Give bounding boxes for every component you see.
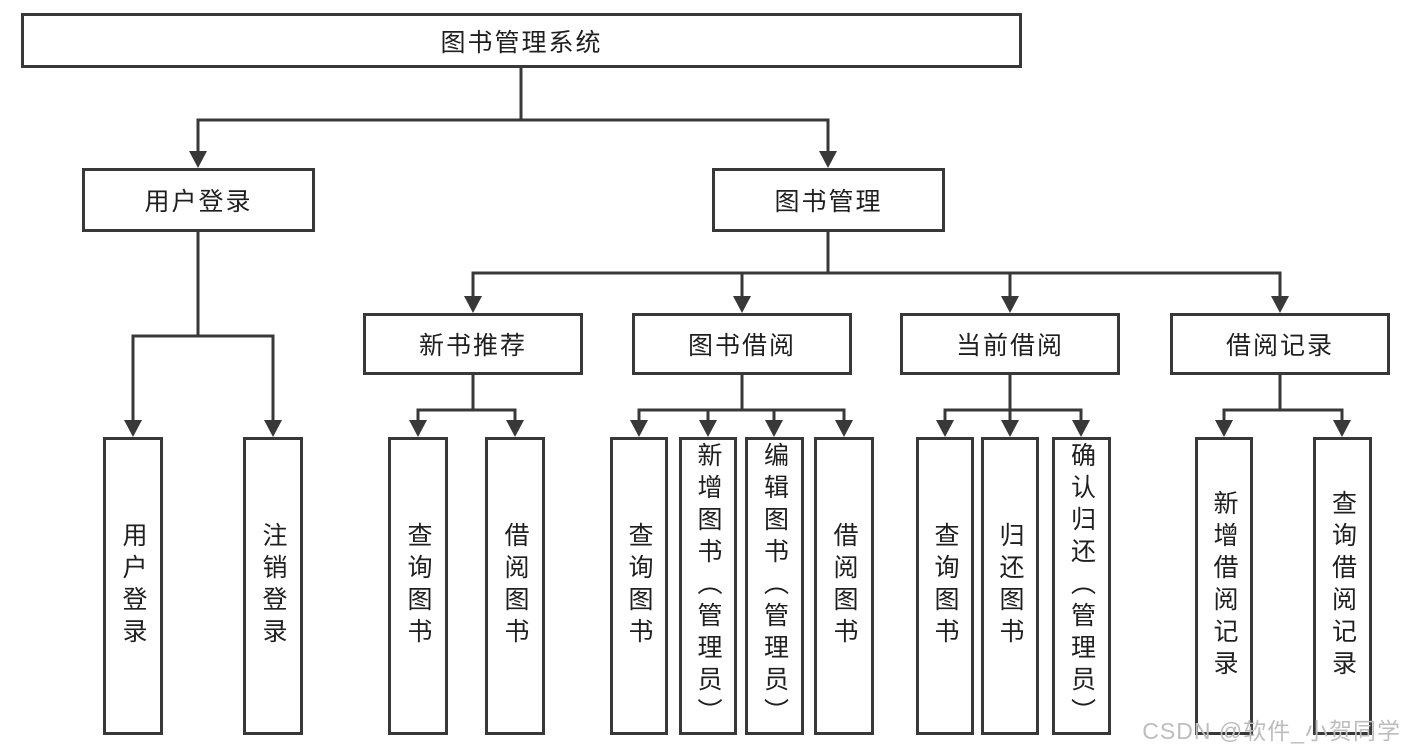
leaf-query-books-current: 查询图书 [916,437,974,735]
node-new-book-recommendation: 新书推荐 [363,313,583,375]
leaf-add-books-admin: 新增图书（管理员） [679,437,737,735]
connector-userlogin-to-leaves [131,230,275,423]
leaf-return-books: 归还图书 [981,437,1039,735]
connector-root-to-level2 [196,66,830,154]
arrowhead-down-icon [1001,420,1019,437]
connector-recommend-to-leaves [416,373,517,424]
connector-records-to-leaves [1222,373,1344,424]
arrowhead-down-icon [506,420,524,437]
arrowhead-down-icon [1271,296,1289,313]
csdn-watermark: CSDN @软件_小贺同学 [1142,718,1401,744]
arrowhead-down-icon [1215,420,1233,437]
connector-bookmgmt-to-level3 [471,230,1282,300]
node-library-management-system: 图书管理系统 [21,13,1022,68]
arrowhead-down-icon [409,420,427,437]
node-current-borrowing: 当前借阅 [900,313,1120,375]
node-user-login: 用户登录 [82,168,315,232]
arrowhead-down-icon [630,420,648,437]
arrowhead-down-icon [124,420,142,437]
arrowhead-down-icon [936,420,954,437]
leaf-add-borrow-record: 新增借阅记录 [1195,437,1253,735]
arrowhead-down-icon [264,420,282,437]
arrowheads [124,151,1351,437]
arrowhead-down-icon [1333,420,1351,437]
node-borrowing-records: 借阅记录 [1170,313,1390,375]
leaf-edit-books-admin: 编辑图书（管理员） [745,437,804,735]
arrowhead-down-icon [699,420,717,437]
arrowhead-down-icon [189,151,207,168]
arrowhead-down-icon [464,296,482,313]
leaf-borrow-books-borrowing: 借阅图书 [814,437,874,735]
leaf-query-books-recommend: 查询图书 [388,437,448,735]
node-book-borrowing: 图书借阅 [632,313,852,375]
leaf-logout-login: 注销登录 [243,437,303,735]
arrowhead-down-icon [835,420,853,437]
arrowhead-down-icon [1001,296,1019,313]
arrowhead-down-icon [1072,420,1090,437]
arrowhead-down-icon [819,151,837,168]
arrowhead-down-icon [765,420,783,437]
leaf-query-borrow-record: 查询借阅记录 [1313,437,1372,735]
node-book-management: 图书管理 [712,168,945,232]
leaf-borrow-books-recommend: 借阅图书 [485,437,545,735]
connector-borrowing-to-leaves [637,373,846,424]
leaf-user-login: 用户登录 [103,437,163,735]
leaf-query-books-borrowing: 查询图书 [610,437,668,735]
arrowhead-down-icon [733,296,751,313]
connector-current-to-leaves [943,373,1083,424]
leaf-confirm-return-admin: 确认归还（管理员） [1052,437,1111,735]
